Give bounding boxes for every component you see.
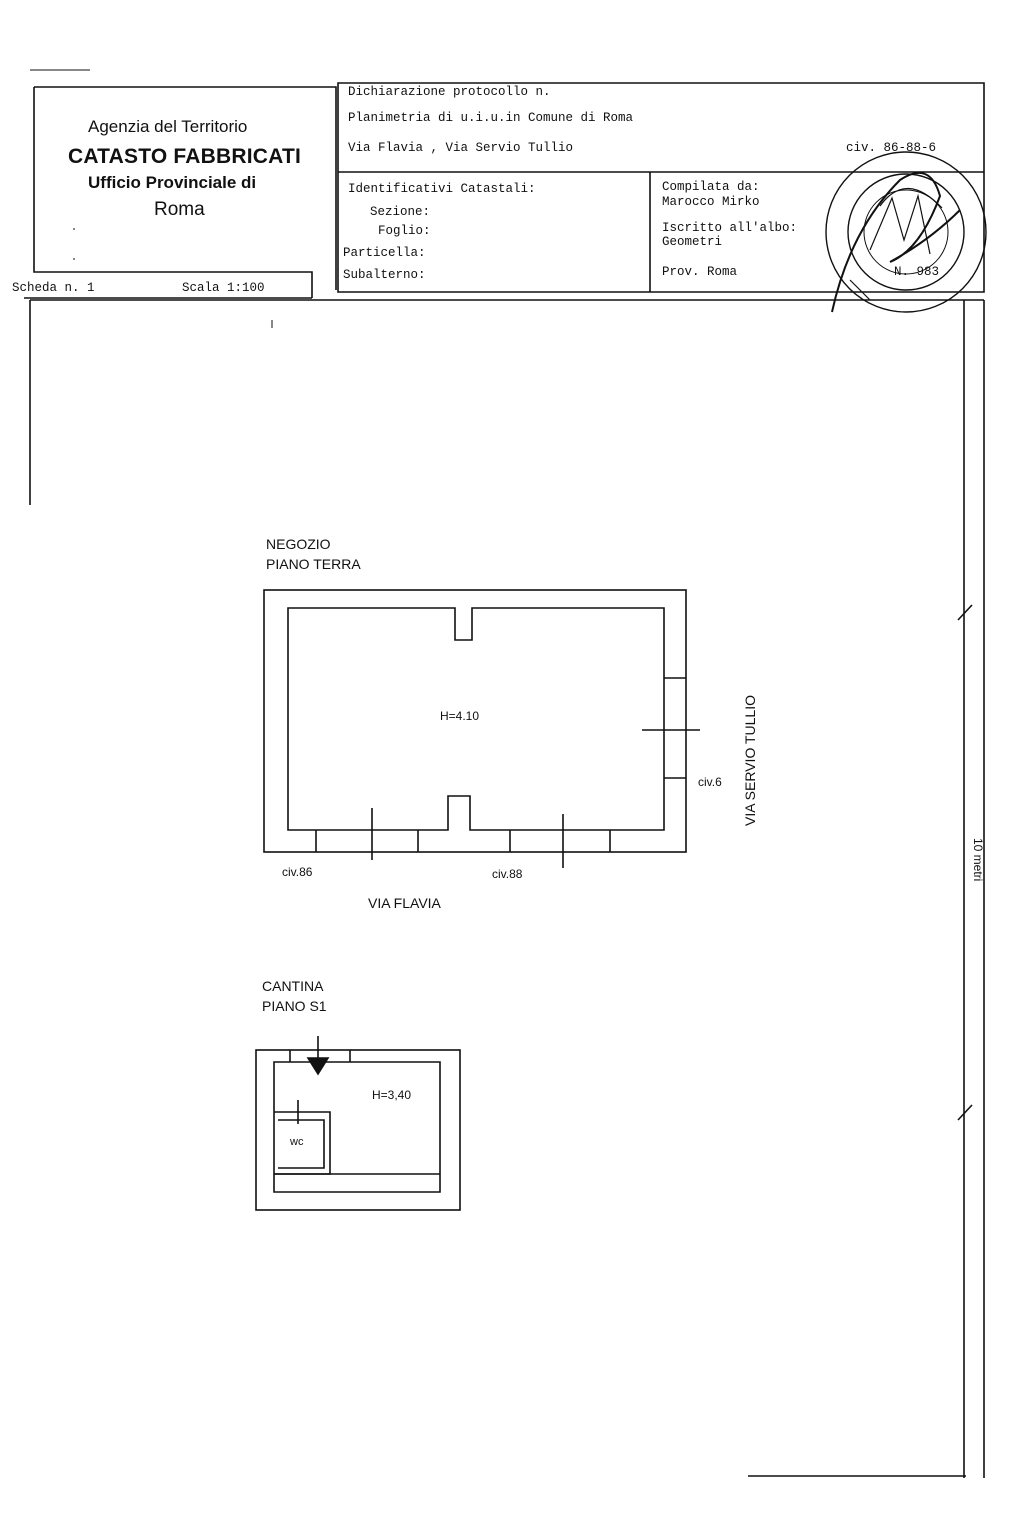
cellar-openings <box>289 1050 351 1062</box>
seal-number: N. 983 <box>894 265 940 279</box>
professional-seal <box>825 151 987 313</box>
particella-label: Particella: <box>343 246 426 260</box>
shop-inner-wall <box>287 607 665 831</box>
protocol-label: Dichiarazione protocollo n. <box>348 85 551 99</box>
subalterno-label: Subalterno: <box>343 268 426 282</box>
civic-numbers: civ. 86-88-6 <box>846 141 937 155</box>
cellar-arrow <box>306 1057 330 1076</box>
catasto-title: CATASTO FABBRICATI <box>68 145 302 168</box>
province-label: Prov. Roma <box>662 265 738 279</box>
declaration-box-border <box>337 82 985 293</box>
profession-label: Geometri <box>662 235 723 249</box>
scale-label: Scala 1:100 <box>182 281 265 295</box>
agency-name: Agenzia del Territorio <box>88 117 248 136</box>
cellar-outer-wall <box>255 1049 461 1211</box>
shop-height: H=4.10 <box>440 709 480 723</box>
planimetry-label: Planimetria di u.i.u.in Comune di Roma <box>348 111 634 125</box>
ufficio-label: Ufficio Provinciale di <box>88 173 257 192</box>
sezione-label: Sezione: <box>370 205 431 219</box>
scale-bar-label: 10 metri <box>971 838 985 882</box>
shop-civ-88: civ.88 <box>492 867 523 881</box>
address-label: Via Flavia , Via Servio Tullio <box>348 141 574 155</box>
scale-tick-bottom <box>957 1104 973 1121</box>
shop-right-openings <box>664 677 686 779</box>
shop-bottom-openings <box>315 830 611 852</box>
street-via-flavia: VIA FLAVIA <box>368 895 441 911</box>
compiler-name: Marocco Mirko <box>662 195 760 209</box>
shop-title: NEGOZIO <box>266 536 331 552</box>
compiled-by-label: Compilata da: <box>662 180 760 194</box>
shop-outer-wall <box>263 589 687 853</box>
office-city: Roma <box>154 199 205 220</box>
cellar-title: CANTINA <box>262 978 324 994</box>
cellar-inner-wall <box>273 1061 441 1193</box>
header-box-border <box>33 86 337 298</box>
identifiers-title: Identificativi Catastali: <box>348 182 536 196</box>
cellar-wc-label: wc <box>290 1136 304 1148</box>
shop-civ-6: civ.6 <box>698 775 722 789</box>
street-via-servio-tullio: VIA SERVIO TULLIO <box>742 695 758 826</box>
small-marks <box>73 228 273 328</box>
shop-floor: PIANO TERRA <box>266 556 361 572</box>
signature-stroke <box>831 171 961 313</box>
cellar-floor: PIANO S1 <box>262 998 327 1014</box>
scale-tick-top <box>957 604 973 621</box>
shop-entrance-markers <box>371 729 700 868</box>
foglio-label: Foglio: <box>378 224 431 238</box>
scheda-number: Scheda n. 1 <box>12 281 95 295</box>
cellar-height: H=3,40 <box>372 1088 412 1102</box>
registered-label: Iscritto all'albo: <box>662 221 798 235</box>
main-frame-right <box>963 300 985 1478</box>
shop-civ-86: civ.86 <box>282 865 313 879</box>
